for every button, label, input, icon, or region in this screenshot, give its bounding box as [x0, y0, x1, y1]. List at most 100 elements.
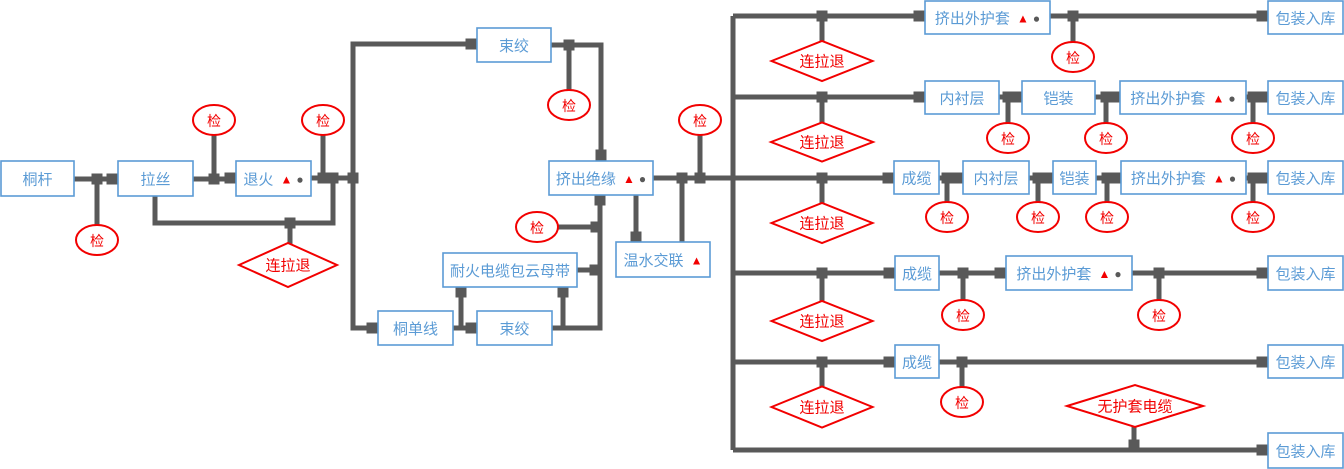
node-inspect-6[interactable]: 检: [678, 104, 722, 136]
node-pack-store-1[interactable]: 包装入库: [1267, 0, 1344, 35]
connector-joint-37: [1101, 172, 1113, 184]
decision-diamond: [236, 241, 340, 289]
node-cabling-5[interactable]: 成缆: [894, 344, 940, 379]
connector-joint-36: [1032, 172, 1044, 184]
node-inspect-9[interactable]: 检: [1084, 122, 1128, 154]
connector-joint-3: [317, 172, 329, 184]
process-label: 挤出外护套▲●: [1131, 170, 1236, 187]
node-draw-wire[interactable]: 拉丝: [117, 160, 194, 197]
node-armor-3[interactable]: 铠装: [1052, 160, 1097, 195]
connector-joint-54: [1128, 439, 1140, 451]
node-cold-draw-anneal-4[interactable]: 连拉退: [768, 299, 876, 343]
process-label: 包装入库: [1275, 266, 1335, 283]
node-inspect-2[interactable]: 检: [192, 104, 236, 136]
connector-joint-26: [816, 91, 828, 103]
node-anneal[interactable]: 退火▲●: [235, 160, 312, 197]
node-inspect-12[interactable]: 检: [1016, 201, 1060, 233]
inspection-ellipse: [1231, 201, 1275, 233]
process-box: [377, 310, 454, 346]
process-box: [924, 80, 1000, 115]
process-box: [893, 160, 940, 195]
inspection-ellipse: [1016, 201, 1060, 233]
process-label: 束绞: [499, 38, 529, 55]
decision-diamond: [768, 39, 876, 83]
inspection-ellipse: [75, 224, 119, 256]
process-label: 挤出外护套▲●: [1130, 90, 1235, 107]
process-box: [1119, 80, 1247, 115]
node-single-wire[interactable]: 桐单线: [377, 310, 454, 346]
node-inner-liner-3[interactable]: 内衬层: [962, 160, 1030, 195]
process-box: [0, 160, 75, 197]
node-bunch-strand-top[interactable]: 束绞: [476, 27, 552, 63]
node-outer-sheath-3[interactable]: 挤出外护套▲●: [1120, 160, 1247, 195]
triangle-mark-icon: ▲: [1213, 172, 1225, 186]
node-armor-2[interactable]: 铠装: [1021, 80, 1096, 115]
node-outer-sheath-1[interactable]: 挤出外护套▲●: [924, 0, 1051, 35]
node-pack-store-5[interactable]: 包装入库: [1267, 344, 1344, 379]
node-outer-sheath-4[interactable]: 挤出外护套▲●: [1005, 255, 1133, 291]
inspection-label: 检: [562, 98, 576, 114]
node-cabling-3[interactable]: 成缆: [893, 160, 940, 195]
node-inspect-13[interactable]: 检: [1085, 201, 1129, 233]
node-unsheathed-cable[interactable]: 无护套电缆: [1063, 383, 1207, 429]
connector-joint-33: [1256, 91, 1268, 103]
inspection-ellipse: [1085, 201, 1129, 233]
node-extrude-insulation[interactable]: 挤出绝缘▲●: [548, 160, 654, 196]
node-inspect-5[interactable]: 检: [515, 211, 559, 243]
connector-joint-40: [951, 172, 963, 184]
node-cold-draw-anneal-3[interactable]: 连拉退: [768, 201, 876, 245]
connector-joint-1: [91, 173, 103, 185]
inspection-ellipse: [1084, 122, 1128, 154]
node-warm-water-crosslink[interactable]: 温水交联▲: [615, 241, 711, 278]
node-pack-store-3[interactable]: 包装入库: [1267, 160, 1344, 195]
node-cold-draw-anneal-2[interactable]: 连拉退: [768, 121, 876, 163]
process-box: [442, 252, 578, 288]
triangle-mark-icon: ▲: [1212, 92, 1224, 106]
node-inspect-11[interactable]: 检: [925, 201, 969, 233]
dot-mark-icon: ●: [1228, 92, 1235, 106]
connector-joint-31: [1010, 91, 1022, 103]
node-cold-draw-anneal-1[interactable]: 连拉退: [768, 39, 876, 83]
connector-joint-49: [1256, 267, 1268, 279]
node-inspect-7[interactable]: 检: [1051, 41, 1095, 73]
node-pack-store-6[interactable]: 包装入库: [1267, 432, 1344, 469]
node-cold-draw-anneal-5[interactable]: 连拉退: [768, 385, 876, 429]
node-inspect-14[interactable]: 检: [1231, 201, 1275, 233]
inspection-ellipse: [515, 211, 559, 243]
node-inner-liner-2[interactable]: 内衬层: [924, 80, 1000, 115]
connector-joint-30: [913, 91, 925, 103]
node-inspect-10[interactable]: 检: [1231, 122, 1275, 154]
process-box: [1052, 160, 1097, 195]
node-inspect-1[interactable]: 检: [75, 224, 119, 256]
dot-mark-icon: ●: [639, 172, 646, 186]
node-cabling-4[interactable]: 成缆: [894, 255, 940, 291]
node-bunch-strand-bottom[interactable]: 束绞: [476, 310, 553, 346]
node-inspect-8[interactable]: 检: [986, 122, 1030, 154]
process-box: [476, 27, 552, 63]
process-label: 退火▲●: [243, 171, 303, 188]
process-label: 包装入库: [1275, 90, 1335, 107]
node-inspect-3[interactable]: 检: [301, 104, 345, 136]
inspection-label: 检: [1246, 210, 1260, 226]
node-pack-store-2[interactable]: 包装入库: [1267, 80, 1344, 115]
dot-mark-icon: ●: [1033, 12, 1040, 26]
connector-joint-17: [589, 264, 601, 276]
node-outer-sheath-2[interactable]: 挤出外护套▲●: [1119, 80, 1247, 115]
node-inspect-17[interactable]: 检: [940, 386, 984, 418]
process-label: 成缆: [902, 354, 932, 371]
connector-joint-5: [347, 172, 359, 184]
node-rod[interactable]: 桐杆: [0, 160, 75, 197]
process-label: 温水交联▲: [624, 251, 703, 269]
node-cold-draw-anneal-0[interactable]: 连拉退: [236, 241, 340, 289]
process-label: 内衬层: [973, 170, 1018, 187]
node-pack-store-4[interactable]: 包装入库: [1267, 255, 1344, 291]
node-inspect-15[interactable]: 检: [941, 299, 985, 331]
decision-diamond: [1063, 383, 1207, 429]
node-fire-mica-tape[interactable]: 耐火电缆包云母带: [442, 252, 578, 288]
node-inspect-16[interactable]: 检: [1137, 299, 1181, 331]
node-inspect-4[interactable]: 检: [547, 89, 591, 121]
connector-joint-6: [284, 217, 296, 229]
connector-joint-48: [994, 267, 1006, 279]
process-label: 成缆: [902, 266, 932, 283]
